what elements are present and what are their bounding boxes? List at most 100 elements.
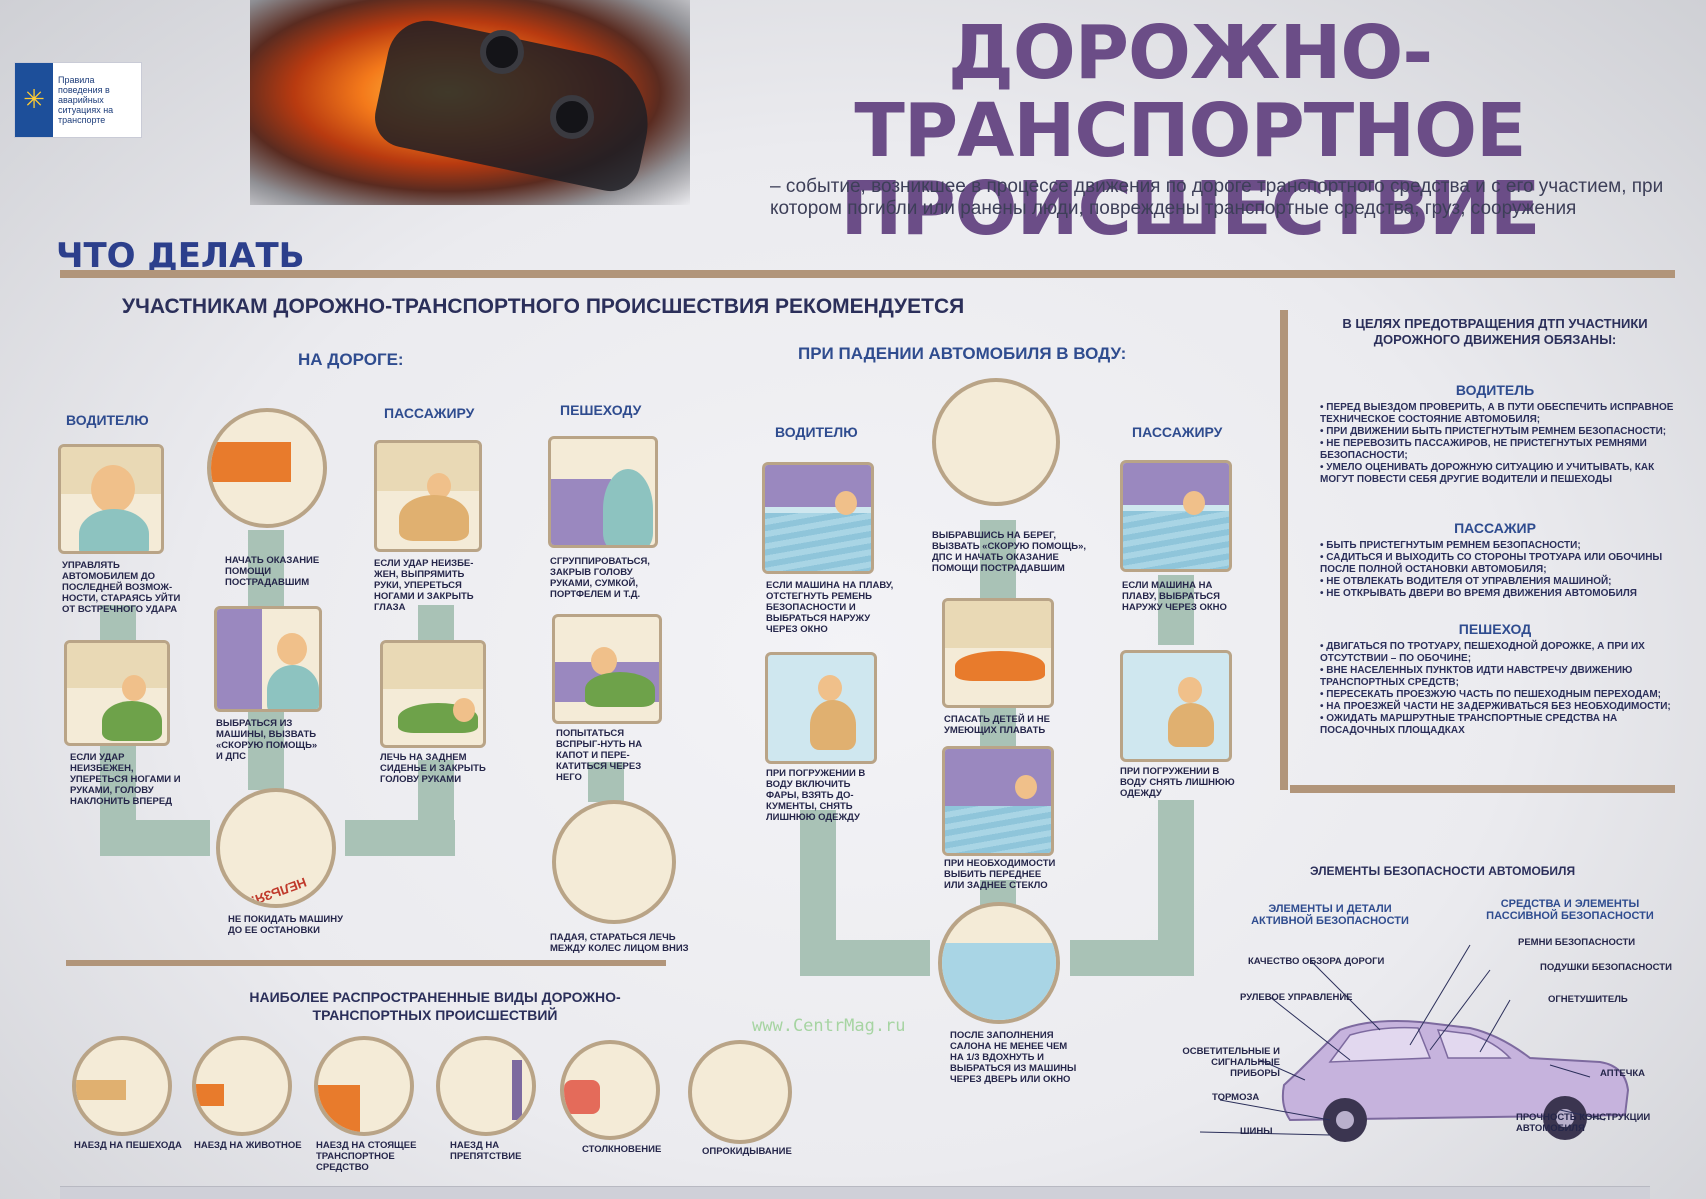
passive-item: ПРОЧНОСТЬ КОНСТРУКЦИИ АВТОМОБИЛЯ (1516, 1112, 1651, 1134)
what-to-do-heading: ЧТО ДЕЛАТЬ (56, 236, 305, 276)
road-pedestrian-caption-2: ПОПЫТАТЬСЯ ВСПРЫГ-НУТЬ НА КАПОТ И ПЕРЕ-К… (556, 728, 643, 783)
do-not-leave-image: НЕЛЬЗЯ! (216, 788, 336, 908)
road-pedestrian-jump-image (552, 614, 662, 724)
water-passenger-float-image (1120, 460, 1232, 572)
rules-pedestrian-label: ПЕШЕХОД (1458, 621, 1532, 637)
rules-driver-item: ПРИ ДВИЖЕНИИ БЫТЬ ПРИСТЕГНУТЫМ РЕМНЕМ БЕ… (1320, 426, 1690, 438)
active-item: ШИНЫ (1240, 1126, 1273, 1137)
passive-item: ОГНЕТУШИТЕЛЬ (1548, 994, 1628, 1005)
arrow-water-passenger-down (1158, 575, 1194, 645)
shore-caption: ВЫБРАВШИСЬ НА БЕРЕГ, ВЫЗВАТЬ «СКОРУЮ ПОМ… (932, 530, 1086, 574)
active-item: ТОРМОЗА (1212, 1092, 1260, 1103)
accident-pedestrian-image (72, 1036, 172, 1136)
road-pedestrian-cover-image (548, 436, 658, 548)
help-victim-image (207, 408, 327, 528)
road-pedestrian-caption-3: ПАДАЯ, СТАРАТЬСЯ ЛЕЧЬ МЕЖДУ КОЛЕС ЛИЦОМ … (550, 932, 689, 954)
road-driver-brace-image (64, 640, 170, 746)
water-driver-float-image (762, 462, 874, 574)
rules-passenger-item: НЕ ОТВЛЕКАТЬ ВОДИТЕЛЯ ОТ УПРАВЛЕНИЯ МАШИ… (1320, 576, 1690, 588)
rules-pedestrian-item: ДВИГАТЬСЯ ПО ТРОТУАРУ, ПЕШЕХОДНОЙ ДОРОЖК… (1320, 641, 1690, 665)
rules-pedestrian-item: ВНЕ НАСЕЛЕННЫХ ПУНКТОВ ИДТИ НАВСТРЕЧУ ДВ… (1320, 665, 1690, 689)
road-heading: НА ДОРОГЕ: (298, 350, 404, 369)
accident-type-label: НАЕЗД НА ПЕШЕХОДА (74, 1140, 182, 1151)
rules-title: В ЦЕЛЯХ ПРЕДОТВРАЩЕНИЯ ДТП УЧАСТНИКИ ДОР… (1342, 316, 1648, 347)
glass-caption: ПРИ НЕОБХОДИМОСТИ ВЫБИТЬ ПЕРЕДНЕЕ ИЛИ ЗА… (944, 858, 1056, 891)
road-passenger-caption-1: ЕСЛИ УДАР НЕИЗБЕ-ЖЕН, ВЫПРЯМИТЬ РУКИ, УП… (374, 558, 474, 613)
rules-pedestrian-item: ПЕРЕСЕКАТЬ ПРОЕЗЖУЮ ЧАСТЬ ПО ПЕШЕХОДНЫМ … (1320, 689, 1690, 701)
accident-rollover-image (688, 1040, 792, 1144)
accident-types-heading: НАИБОЛЕЕ РАСПРОСТРАНЕННЫЕ ВИДЫ ДОРОЖНО-Т… (249, 989, 621, 1023)
bottom-strip (60, 1186, 1650, 1199)
water-passenger-caption-2: ПРИ ПОГРУЖЕНИИ В ВОДУ СНЯТЬ ЛИШНЮЮ ОДЕЖД… (1120, 766, 1235, 799)
rules-driver-list: ПЕРЕД ВЫЕЗДОМ ПРОВЕРИТЬ, А В ПУТИ ОБЕСПЕ… (1320, 402, 1690, 486)
recommend-heading: УЧАСТНИКАМ ДОРОЖНО-ТРАНСПОРТНОГО ПРОИСШЕ… (122, 295, 965, 318)
road-passenger-lie-image (380, 640, 486, 748)
bottom-divider (66, 960, 666, 966)
rules-passenger-list: БЫТЬ ПРИСТЕГНУТЫМ РЕМНЕМ БЕЗОПАСНОСТИ; С… (1320, 540, 1690, 600)
mchs-logo: ✳ Правила поведения в аварийных ситуация… (14, 62, 142, 138)
exit-and-call-image (214, 606, 322, 712)
logo-caption: Правила поведения в аварийных ситуациях … (58, 75, 114, 125)
accident-type-label: НАЕЗД НА ЖИВОТНОЕ (194, 1140, 302, 1151)
cabin-filled-exit-image (938, 902, 1060, 1024)
water-driver-label: ВОДИТЕЛЮ (775, 424, 858, 440)
rules-driver-item: ПЕРЕД ВЫЕЗДОМ ПРОВЕРИТЬ, А В ПУТИ ОБЕСПЕ… (1320, 402, 1690, 426)
accident-type-label: ОПРОКИДЫВАНИЕ (702, 1146, 792, 1157)
arrow-pedestrian-down (588, 762, 624, 802)
watermark: www.CentrMag.ru (752, 1016, 906, 1036)
arrow-passenger-left (345, 820, 455, 856)
road-driver-caption-1: УПРАВЛЯТЬ АВТОМОБИЛЕМ ДО ПОСЛЕДНЕЙ ВОЗМО… (62, 560, 181, 615)
children-caption: СПАСАТЬ ДЕТЕЙ И НЕ УМЕЮЩИХ ПЛАВАТЬ (944, 714, 1050, 736)
rules-driver-item: УМЕЛО ОЦЕНИВАТЬ ДОРОЖНУЮ СИТУАЦИЮ И УЧИТ… (1320, 462, 1690, 486)
road-pedestrian-caption-1: СГРУППИРОВАТЬСЯ, ЗАКРЫВ ГОЛОВУ РУКАМИ, С… (550, 556, 650, 600)
active-safety-title: ЭЛЕМЕНТЫ И ДЕТАЛИ АКТИВНОЙ БЕЗОПАСНОСТИ (1251, 903, 1409, 927)
water-driver-sink-image (765, 652, 877, 764)
safety-car-body (1281, 1020, 1630, 1142)
road-passenger-brace-image (374, 440, 482, 552)
accident-collision-image (560, 1040, 660, 1140)
active-item: РУЛЕВОЕ УПРАВЛЕНИЕ (1240, 992, 1353, 1003)
cabin-caption: ПОСЛЕ ЗАПОЛНЕНИЯ САЛОНА НЕ МЕНЕЕ ЧЕМ НА … (950, 1030, 1077, 1085)
rules-driver-item: НЕ ПЕРЕВОЗИТЬ ПАССАЖИРОВ, НЕ ПРИСТЕГНУТЫ… (1320, 438, 1690, 462)
shore-call-image (932, 378, 1060, 506)
rules-pedestrian-list: ДВИГАТЬСЯ ПО ТРОТУАРУ, ПЕШЕХОДНОЙ ДОРОЖК… (1320, 641, 1690, 737)
arrow-children-up (980, 700, 1016, 750)
safety-title: ЭЛЕМЕНТЫ БЕЗОПАСНОСТИ АВТОМОБИЛЯ (1310, 864, 1576, 878)
active-item: КАЧЕСТВО ОБЗОРА ДОРОГИ (1248, 956, 1385, 967)
passive-item: РЕМНИ БЕЗОПАСНОСТИ (1518, 937, 1636, 948)
rules-passenger-item: САДИТЬСЯ И ВЫХОДИТЬ СО СТОРОНЫ ТРОТУАРА … (1320, 552, 1690, 576)
title-line-1: ДОРОЖНО-ТРАНСПОРТНОЕ (854, 10, 1526, 174)
vertical-divider (1280, 310, 1288, 790)
arrow-passenger-down (418, 605, 454, 645)
rules-passenger-item: НЕ ОТКРЫВАТЬ ДВЕРИ ВО ВРЕМЯ ДВИЖЕНИЯ АВТ… (1320, 588, 1690, 600)
rules-bottom-divider (1290, 785, 1675, 793)
road-pedestrian-label: ПЕШЕХОДУ (560, 402, 642, 418)
active-item: ОСВЕТИТЕЛЬНЫЕ И СИГНАЛЬНЫЕ ПРИБОРЫ (1182, 1046, 1280, 1079)
water-heading: ПРИ ПАДЕНИИ АВТОМОБИЛЯ В ВОДУ: (798, 344, 1127, 363)
exit-call-caption: ВЫБРАТЬСЯ ИЗ МАШИНЫ, ВЫЗВАТЬ «СКОРУЮ ПОМ… (216, 718, 318, 762)
water-passenger-caption-1: ЕСЛИ МАШИНА НА ПЛАВУ, ВЫБРАТЬСЯ НАРУЖУ Ч… (1122, 580, 1227, 613)
page-title: ДОРОЖНО-ТРАНСПОРТНОЕ ПРОИСШЕСТВИЕ (690, 14, 1690, 248)
arrow-exit-up (248, 700, 284, 790)
rules-pedestrian-item: ОЖИДАТЬ МАРШРУТНЫЕ ТРАНСПОРТНЫЕ СРЕДСТВА… (1320, 713, 1690, 737)
accident-obstacle-image (436, 1036, 536, 1136)
title-definition: – событие, возникшее в процессе движения… (770, 176, 1664, 219)
water-passenger-label: ПАССАЖИРУ (1132, 424, 1223, 440)
burning-car-photo (250, 0, 690, 205)
road-pedestrian-fall-image (552, 800, 676, 924)
accident-type-label: СТОЛКНОВЕНИЕ (582, 1144, 662, 1155)
passive-safety-title: СРЕДСТВА И ЭЛЕМЕНТЫ ПАССИВНОЙ БЕЗОПАСНОС… (1486, 898, 1654, 922)
rules-passenger-label: ПАССАЖИР (1454, 520, 1536, 536)
rules-driver-label: ВОДИТЕЛЬ (1455, 382, 1535, 398)
road-passenger-caption-2: ЛЕЧЬ НА ЗАДНЕМ СИДЕНЬЕ И ЗАКРЫТЬ ГОЛОВУ … (380, 752, 486, 785)
arrow-shore-up (980, 520, 1016, 600)
road-driver-caption-2: ЕСЛИ УДАР НЕИЗБЕЖЕН, УПЕРЕТЬСЯ НОГАМИ И … (70, 752, 181, 807)
top-divider (60, 270, 1675, 278)
water-driver-caption-1: ЕСЛИ МАШИНА НА ПЛАВУ, ОТСТЕГНУТЬ РЕМЕНЬ … (766, 580, 894, 635)
rules-pedestrian-item: НА ПРОЕЗЖЕЙ ЧАСТИ НЕ ЗАДЕРЖИВАТЬСЯ БЕЗ Н… (1320, 701, 1690, 713)
road-driver-label: ВОДИТЕЛЮ (66, 412, 149, 428)
road-driver-steering-image (58, 444, 164, 554)
passive-item: ПОДУШКИ БЕЗОПАСНОСТИ (1540, 962, 1672, 973)
passive-item: АПТЕЧКА (1600, 1068, 1646, 1079)
